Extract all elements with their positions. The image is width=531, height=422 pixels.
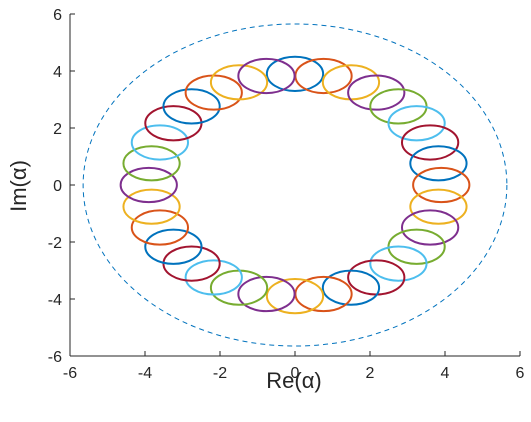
small-circle: [237, 57, 296, 95]
y-tick-label: 6: [53, 7, 62, 24]
boundary: [82, 23, 508, 347]
small-circle: [144, 228, 203, 265]
axes: [69, 14, 520, 357]
small-circle: [122, 188, 181, 225]
small-circle: [162, 88, 221, 125]
x-tick-label: -4: [138, 365, 152, 382]
y-tick-label: 2: [53, 121, 62, 138]
small-circle: [209, 64, 269, 101]
small-circle: [119, 166, 178, 204]
small-circle: [237, 275, 296, 313]
small-circle: [265, 55, 325, 92]
small-circle: [321, 269, 381, 306]
x-tick-label: 2: [366, 365, 375, 382]
ticks: -6 -4 -2 0 2 4 6 -6 -4 -2 0 2 4 6: [48, 7, 525, 382]
small-circles: [119, 55, 471, 315]
y-tick-label: -2: [48, 235, 62, 252]
small-circle: [130, 209, 190, 246]
x-tick-label: -2: [213, 365, 227, 382]
x-tick-label: 0: [291, 365, 300, 382]
x-axis-label: Re(α): [266, 368, 322, 393]
small-circle: [409, 145, 468, 182]
y-tick-label: 0: [53, 178, 62, 195]
small-circle: [347, 74, 406, 111]
boundary-circle: [82, 23, 508, 347]
x-tick-label: 6: [516, 365, 525, 382]
small-circle: [387, 105, 446, 142]
small-circle: [122, 145, 181, 182]
y-tick-label: -6: [48, 349, 62, 366]
y-axis-label: Im(α): [6, 160, 31, 212]
small-circle: [265, 278, 325, 315]
y-tick-label: 4: [53, 64, 62, 81]
small-circle: [400, 124, 460, 161]
small-circle: [347, 259, 406, 296]
small-circle: [184, 74, 243, 111]
small-circle: [412, 166, 471, 204]
small-circle: [184, 259, 243, 296]
small-circle: [369, 245, 428, 282]
y-tick-label: -4: [48, 292, 62, 309]
x-tick-label: 4: [441, 365, 450, 382]
small-circle: [400, 209, 460, 246]
x-tick-label: -6: [63, 365, 77, 382]
small-circle: [409, 188, 468, 225]
small-circle: [130, 124, 190, 161]
